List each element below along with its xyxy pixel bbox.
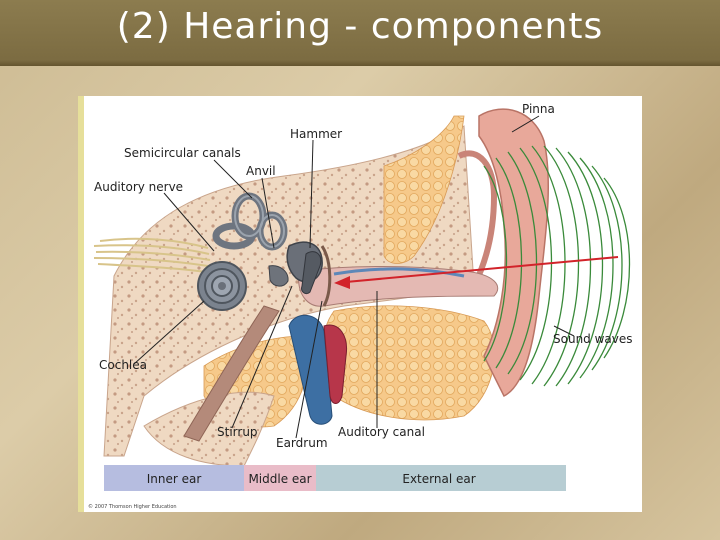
- title-bar: (2) Hearing - components: [0, 0, 720, 66]
- fat-tissue-lower: [323, 306, 495, 420]
- label-eardrum: Eardrum: [276, 436, 328, 450]
- band-external-ear-label: External ear: [402, 472, 475, 486]
- ear-diagram: Pinna Hammer Semicircular canals Anvil A…: [84, 96, 642, 512]
- ear-diagram-panel: Pinna Hammer Semicircular canals Anvil A…: [78, 96, 642, 512]
- label-auditory-nerve: Auditory nerve: [94, 180, 183, 194]
- label-stirrup: Stirrup: [217, 425, 258, 439]
- cochlea: [198, 262, 246, 310]
- label-anvil: Anvil: [246, 164, 276, 178]
- label-sound-waves: Sound waves: [553, 332, 633, 346]
- label-hammer: Hammer: [290, 127, 342, 141]
- slide-title: (2) Hearing - components: [0, 6, 720, 47]
- label-auditory-canal: Auditory canal: [338, 425, 425, 439]
- label-pinna: Pinna: [522, 102, 555, 116]
- label-semicircular-canals: Semicircular canals: [124, 146, 241, 160]
- copyright-text: © 2007 Thomson Higher Education: [88, 503, 177, 510]
- band-middle-ear-label: Middle ear: [248, 472, 311, 486]
- label-cochlea: Cochlea: [99, 358, 147, 372]
- band-inner-ear-label: Inner ear: [147, 472, 202, 486]
